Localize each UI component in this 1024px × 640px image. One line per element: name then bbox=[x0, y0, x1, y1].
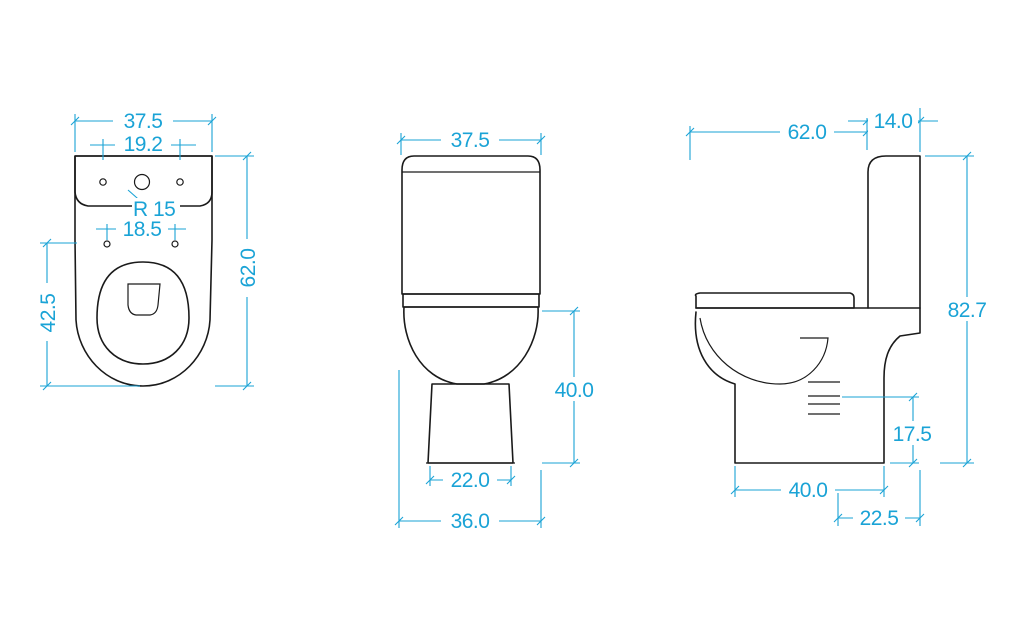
dim-label: 22.0 bbox=[451, 469, 490, 492]
dim-label: 37.5 bbox=[124, 110, 163, 133]
dim-bowl-width: 36.0 bbox=[394, 370, 546, 533]
dim-label: 18.5 bbox=[123, 218, 162, 241]
seat-band bbox=[402, 293, 540, 308]
dim-label: 62.0 bbox=[237, 249, 260, 288]
cistern-outline bbox=[74, 155, 213, 207]
dim-label: 22.5 bbox=[860, 507, 899, 530]
fixing-hole-left bbox=[99, 178, 107, 186]
flush-hole bbox=[133, 173, 151, 191]
dim-fixing-holes: 19.2 bbox=[90, 133, 196, 160]
dim-label: R 15 bbox=[133, 198, 175, 221]
dim-label: 17.5 bbox=[893, 423, 932, 446]
dim-projection: 62.0 bbox=[685, 118, 872, 160]
dim-cistern-width: 37.5 bbox=[396, 129, 546, 155]
front-view: 37.5 40.0 22.0 bbox=[394, 129, 600, 533]
fixing-hole-right bbox=[176, 178, 184, 186]
dim-label: 62.0 bbox=[788, 121, 827, 144]
dim-label: 40.0 bbox=[789, 479, 828, 502]
bowl-outline bbox=[403, 306, 539, 385]
dim-cistern-depth: 14.0 bbox=[848, 108, 938, 152]
dim-label: 14.0 bbox=[874, 110, 913, 133]
dim-overall-height: 82.7 bbox=[925, 151, 992, 468]
dim-outlet-setback: 22.5 bbox=[833, 470, 925, 530]
outlet-spigot bbox=[808, 381, 840, 415]
side-view: 62.0 14.0 82.7 17. bbox=[685, 108, 992, 530]
dim-label: 37.5 bbox=[451, 129, 490, 152]
dim-label: 82.7 bbox=[948, 299, 987, 322]
bowl-opening bbox=[127, 283, 161, 316]
dim-seat-holes: 18.5 bbox=[96, 218, 186, 241]
dim-radius: R 15 bbox=[127, 189, 180, 221]
seat-lid-outline bbox=[694, 292, 855, 309]
dim-label: 36.0 bbox=[451, 510, 490, 533]
pedestal-outline bbox=[427, 383, 514, 464]
cistern-outline bbox=[401, 155, 541, 295]
seat-hole-right bbox=[171, 240, 179, 248]
dim-outlet-height: 17.5 bbox=[842, 392, 936, 468]
dim-label: 19.2 bbox=[124, 133, 163, 156]
bowl-inner-curve bbox=[699, 317, 829, 385]
dim-label: 42.5 bbox=[37, 294, 60, 333]
dim-overall-width: 37.5 bbox=[70, 110, 217, 152]
seat-hole-left bbox=[103, 240, 111, 248]
seat-opening bbox=[96, 261, 190, 365]
dim-foot-length: 40.0 bbox=[730, 466, 889, 502]
cistern-side-outline bbox=[867, 155, 921, 309]
dim-bowl-length: 42.5 bbox=[36, 238, 140, 391]
top-view: 37.5 19.2 R 15 18.5 bbox=[36, 110, 260, 391]
pan-body-outline bbox=[694, 307, 921, 464]
dim-overall-depth: 62.0 bbox=[215, 151, 260, 391]
top-view-outline bbox=[74, 155, 213, 387]
dim-label: 40.0 bbox=[555, 379, 594, 402]
dim-pan-height: 40.0 bbox=[542, 306, 600, 468]
dim-foot-width: 22.0 bbox=[425, 466, 516, 492]
